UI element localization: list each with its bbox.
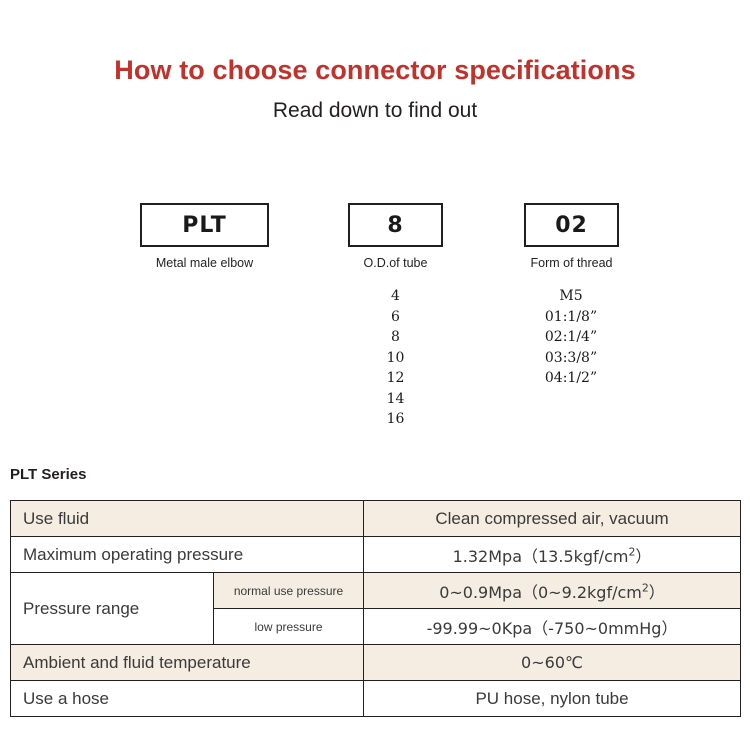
spec-label: Use fluid <box>9 500 365 537</box>
spec-value-main: 0~0.9Mpa（0~9.2kgf/cm <box>439 582 642 602</box>
option-item: 6 <box>391 308 400 325</box>
option-item: 02:1/4” <box>544 329 598 345</box>
table-row: low pressure -99.99~0Kpa（-750~0mmHg） <box>11 608 742 645</box>
table-row: Use fluid Clean compressed air, vacuum <box>9 500 742 537</box>
series-heading: PLT Series <box>10 466 87 483</box>
spec-sublabel: low pressure <box>212 608 365 645</box>
spec-value: PU hose, nylon tube <box>363 680 742 717</box>
page-subtitle: Read down to find out <box>272 99 478 123</box>
spec-value: -99.99~0Kpa（-750~0mmHg） <box>363 608 742 645</box>
spec-value: Clean compressed air, vacuum <box>363 500 742 537</box>
table-row: Pressure range normal use pressure 0~0.9… <box>10 572 742 645</box>
spec-sublabel: normal use pressure <box>212 572 365 609</box>
part-number-breakdown: PLT 8 02 <box>0 203 750 248</box>
spec-value: 0~60℃ <box>363 644 742 681</box>
code-caption-od: O.D.of tube <box>363 256 428 270</box>
spec-value: 1.32Mpa（13.5kgf/cm2） <box>363 536 742 573</box>
option-item: 16 <box>386 411 405 427</box>
spec-value: 0~0.9Mpa（0~9.2kgf/cm2） <box>363 572 742 609</box>
spec-label: Pressure range <box>10 572 214 645</box>
code-caption-thread: Form of thread <box>530 256 613 270</box>
spec-value-main: 1.32Mpa（13.5kgf/cm <box>452 546 629 566</box>
spec-value-superscript: 2 <box>628 545 636 559</box>
page-header: How to choose connector specifications R… <box>0 0 750 123</box>
option-item: 01:1/8” <box>544 308 598 325</box>
option-item: 10 <box>386 349 405 366</box>
spec-label: Ambient and fluid temperature <box>9 644 365 681</box>
option-list-od: 4 6 8 10 12 14 16 <box>348 286 443 430</box>
table-row: Maximum operating pressure 1.32Mpa（13.5k… <box>9 536 742 573</box>
table-row: Use a hose PU hose, nylon tube <box>9 680 742 717</box>
spec-value-superscript: 2 <box>641 581 649 595</box>
code-box-od: 8 <box>348 203 443 247</box>
page-title: How to choose connector specifications <box>114 55 636 85</box>
option-item: 4 <box>391 288 400 304</box>
specification-table: Use fluid Clean compressed air, vacuum M… <box>9 500 742 717</box>
table-row: Ambient and fluid temperature 0~60℃ <box>9 644 742 681</box>
option-item: 03:3/8” <box>544 349 598 366</box>
code-value-od: 8 <box>387 212 404 238</box>
code-caption-series: Metal male elbow <box>155 256 254 270</box>
spec-label: Use a hose <box>9 680 365 717</box>
spec-label: Maximum operating pressure <box>9 536 365 573</box>
option-item: 04:1/2” <box>544 370 598 386</box>
code-value-series: PLT <box>182 212 227 238</box>
option-item: 12 <box>386 370 405 386</box>
spec-value-tail: ） <box>648 582 665 602</box>
code-box-series: PLT <box>140 203 269 247</box>
option-item: 8 <box>391 329 400 345</box>
option-item: M5 <box>559 288 583 304</box>
code-value-thread: 02 <box>555 212 588 238</box>
option-item: 14 <box>386 390 405 407</box>
option-list-thread: M5 01:1/8” 02:1/4” 03:3/8” 04:1/2” <box>512 286 630 389</box>
spec-value-tail: ） <box>635 546 652 566</box>
code-box-thread: 02 <box>524 203 619 247</box>
